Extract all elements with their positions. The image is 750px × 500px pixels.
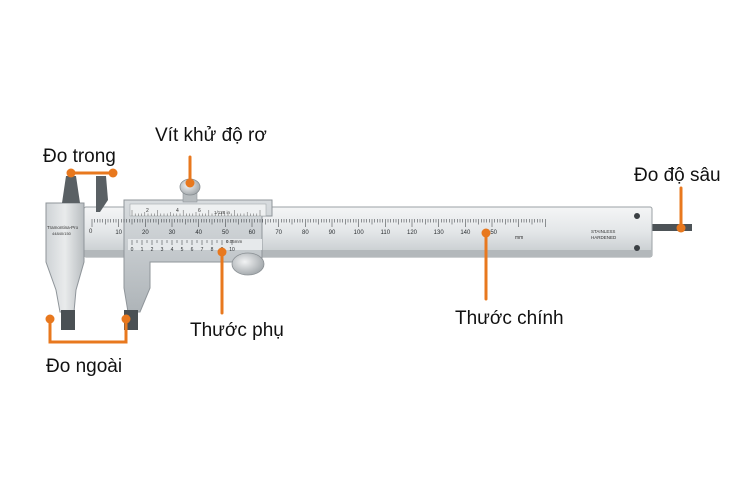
zero-mark: 0 <box>89 229 93 235</box>
slider-inner-tip <box>96 176 108 212</box>
top-scale-window <box>129 203 267 217</box>
vernier-scale-ticks <box>131 240 233 245</box>
vernier-number: 5 <box>181 247 184 253</box>
vernier-number: 6 <box>191 247 194 253</box>
dot-screw <box>185 178 195 188</box>
label-main-scale: Thước chính <box>455 308 564 329</box>
main-scale-number: 130 <box>434 230 445 236</box>
fixed-jaw-outer-tip <box>61 310 75 330</box>
slider-body <box>123 199 273 313</box>
dot-inner-left <box>66 168 76 178</box>
vernier-precision: 0.05mm <box>226 239 243 244</box>
main-scale-number: 30 <box>169 230 176 236</box>
main-scale-number: 10 <box>115 230 122 236</box>
dot-outer-left <box>45 314 55 324</box>
leader-lines <box>48 155 683 344</box>
main-scale-number: 40 <box>195 230 202 236</box>
brand-model: 44840/150 <box>52 231 72 236</box>
depth-rod <box>640 224 692 231</box>
main-scale-number: 20 <box>142 230 149 236</box>
main-scale-number: 140 <box>460 230 471 236</box>
main-scale-number: 80 <box>302 230 309 236</box>
dot-main <box>481 228 491 238</box>
vernier-number: 3 <box>161 247 164 253</box>
dot-inner-right <box>108 168 118 178</box>
vernier-number: 10 <box>229 247 235 253</box>
main-scale-number: 50 <box>222 230 229 236</box>
thumb-wheel <box>231 252 265 276</box>
vernier-number: 1 <box>141 247 144 253</box>
leader-dots <box>45 168 686 324</box>
vernier-number: 4 <box>171 247 174 253</box>
vernier-number: 2 <box>151 247 154 253</box>
label-vernier-scale: Thước phụ <box>190 320 284 341</box>
label-depth-measure: Đo độ sâu <box>634 165 721 186</box>
rivet-top <box>634 213 640 219</box>
fixed-jaw-inner-tip <box>62 176 80 203</box>
label-inner-measure: Đo trong <box>43 146 116 167</box>
top-scale-ticks <box>131 210 261 216</box>
main-scale-ticks <box>91 219 546 227</box>
brand-name: Tramontina-Pro <box>47 225 79 230</box>
main-scale-number: 100 <box>354 230 365 236</box>
top-scale-number-2: 4 <box>176 208 179 214</box>
hardened-mark: HARDENED <box>591 235 617 240</box>
top-scale-number-1: 2 <box>146 208 149 214</box>
vernier-scale-numbers: 012345678910 <box>131 247 235 253</box>
dot-outer-right <box>121 314 131 324</box>
main-scale-number: 150 <box>487 230 498 236</box>
leader-outer <box>48 317 128 344</box>
main-scale-number: 60 <box>249 230 256 236</box>
top-scale-text: 1/128 in <box>214 210 231 215</box>
main-scale-number: 90 <box>329 230 336 236</box>
label-outer-measure: Đo ngoài <box>46 356 123 377</box>
rivet-bottom <box>634 245 640 251</box>
label-locking-screw: Vít khử độ rơ <box>155 125 267 146</box>
vernier-number: 7 <box>201 247 204 253</box>
vernier-number: 8 <box>211 247 214 253</box>
main-beam-groove <box>84 250 652 257</box>
dot-depth <box>676 223 686 233</box>
dot-vernier <box>217 247 227 257</box>
vernier-window <box>128 239 262 250</box>
main-scale-number: 110 <box>381 230 391 236</box>
fixed-jaw <box>45 202 85 313</box>
main-scale-number: 70 <box>275 230 282 236</box>
vernier-number: 0 <box>131 247 134 253</box>
stainless-mark: STAINLESS <box>591 229 615 234</box>
main-scale-unit: mm <box>515 235 523 241</box>
main-scale-numbers: 10 20 30 40 50 60 70 80 90 100 110 120 130 140 150 <box>115 230 497 236</box>
main-scale-number: 120 <box>407 230 418 236</box>
top-scale-number-3: 6 <box>198 208 201 214</box>
